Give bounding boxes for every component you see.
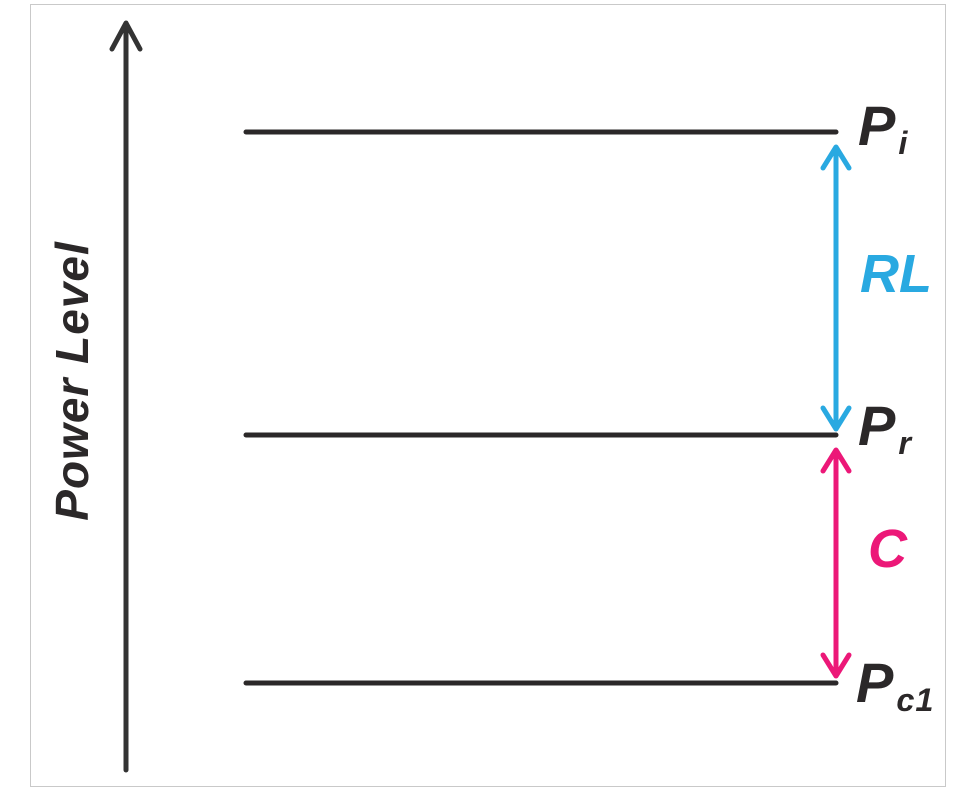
coupling-arrowhead-up-icon [820, 447, 852, 474]
coupled-power-label: Pc1 [856, 655, 934, 717]
return-loss-arrow [820, 144, 852, 432]
coupled-power-label-base: P [856, 651, 895, 714]
incident-power-label-subscript: i [898, 125, 909, 162]
reflected-power-label: Pr [858, 398, 912, 460]
coupling-arrow [820, 447, 852, 679]
coupling-label: C [868, 519, 907, 579]
power-level-axis-title: Power Level [46, 241, 98, 521]
reflected-power-label-base: P [858, 394, 897, 457]
return-loss-arrowhead-up-icon [820, 144, 852, 171]
return-loss-arrowhead-down-icon [820, 405, 852, 432]
coupled-power-label-subscript: c1 [896, 682, 935, 719]
power-axis-arrowhead-icon [109, 20, 143, 52]
power-level-lines [243, 129, 839, 686]
coupling-arrowhead-down-icon [820, 652, 852, 679]
return-loss-label: RL [860, 244, 932, 304]
incident-power-label: Pi [858, 98, 908, 160]
incident-power-label-base: P [858, 94, 897, 157]
power-axis [109, 20, 143, 773]
reflected-power-label-subscript: r [898, 425, 912, 462]
